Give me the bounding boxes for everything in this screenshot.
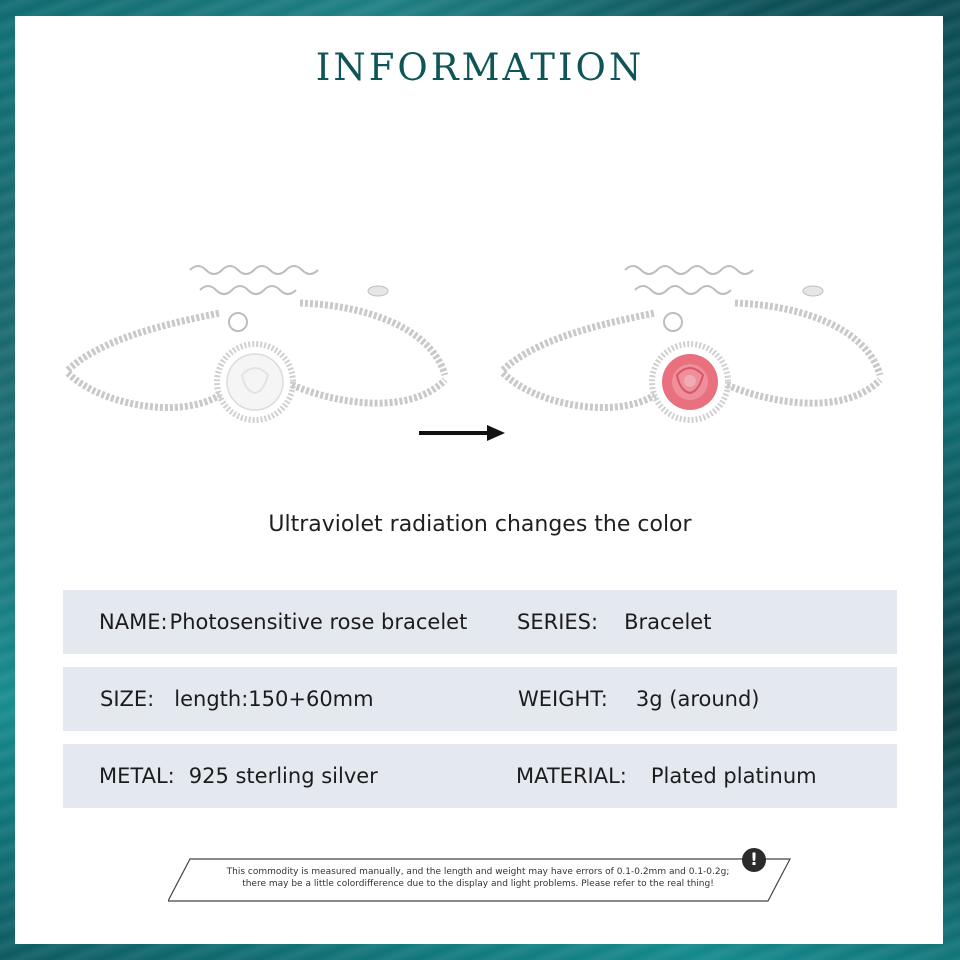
spec-row-size-weight: SIZE: length:150+60mm WEIGHT: 3g (around) xyxy=(63,667,897,731)
spec-value: 925 sterling silver xyxy=(188,764,378,788)
page-title: INFORMATION xyxy=(315,46,645,89)
uv-caption: Ultraviolet radiation changes the color xyxy=(268,512,692,537)
spec-material: MATERIAL: Plated platinum xyxy=(516,744,817,808)
spec-name: NAME:Photosensitive rose bracelet xyxy=(99,590,467,654)
bracelet-before-image xyxy=(65,265,449,423)
spec-label: WEIGHT: xyxy=(518,687,608,711)
spec-label: SERIES: xyxy=(517,610,599,634)
disclaimer-notice: This commodity is measured manually, and… xyxy=(168,858,792,902)
warning-icon: ! xyxy=(742,848,766,872)
right-arrow-icon xyxy=(419,425,505,441)
spec-row-metal-material: METAL: 925 sterling silver MATERIAL: Plate… xyxy=(63,744,897,808)
spec-label: SIZE: xyxy=(100,687,155,711)
spec-value: Bracelet xyxy=(624,610,712,634)
spec-value: length:150+60mm xyxy=(174,687,374,711)
disclaimer-line-2: there may be a little colordifference du… xyxy=(242,879,714,889)
spec-series: SERIES: Bracelet xyxy=(517,590,711,654)
spec-value: Plated platinum xyxy=(650,764,817,788)
spec-value: Photosensitive rose bracelet xyxy=(169,610,468,634)
spec-size: SIZE: length:150+60mm xyxy=(100,667,374,731)
parallelogram-border xyxy=(168,858,791,902)
disclaimer-line-1: This commodity is measured manually, and… xyxy=(226,867,730,877)
bracelet-after-image xyxy=(500,265,884,423)
spec-row-name-series: NAME:Photosensitive rose bracelet SERIES… xyxy=(63,590,897,654)
spec-weight: WEIGHT: 3g (around) xyxy=(518,667,759,731)
spec-value: 3g (around) xyxy=(635,687,760,711)
spec-metal: METAL: 925 sterling silver xyxy=(99,744,378,808)
spec-label: NAME: xyxy=(99,610,168,634)
spec-label: METAL: xyxy=(99,764,175,788)
spec-label: MATERIAL: xyxy=(516,764,627,788)
disclaimer-text: This commodity is measured manually, and… xyxy=(208,866,748,890)
